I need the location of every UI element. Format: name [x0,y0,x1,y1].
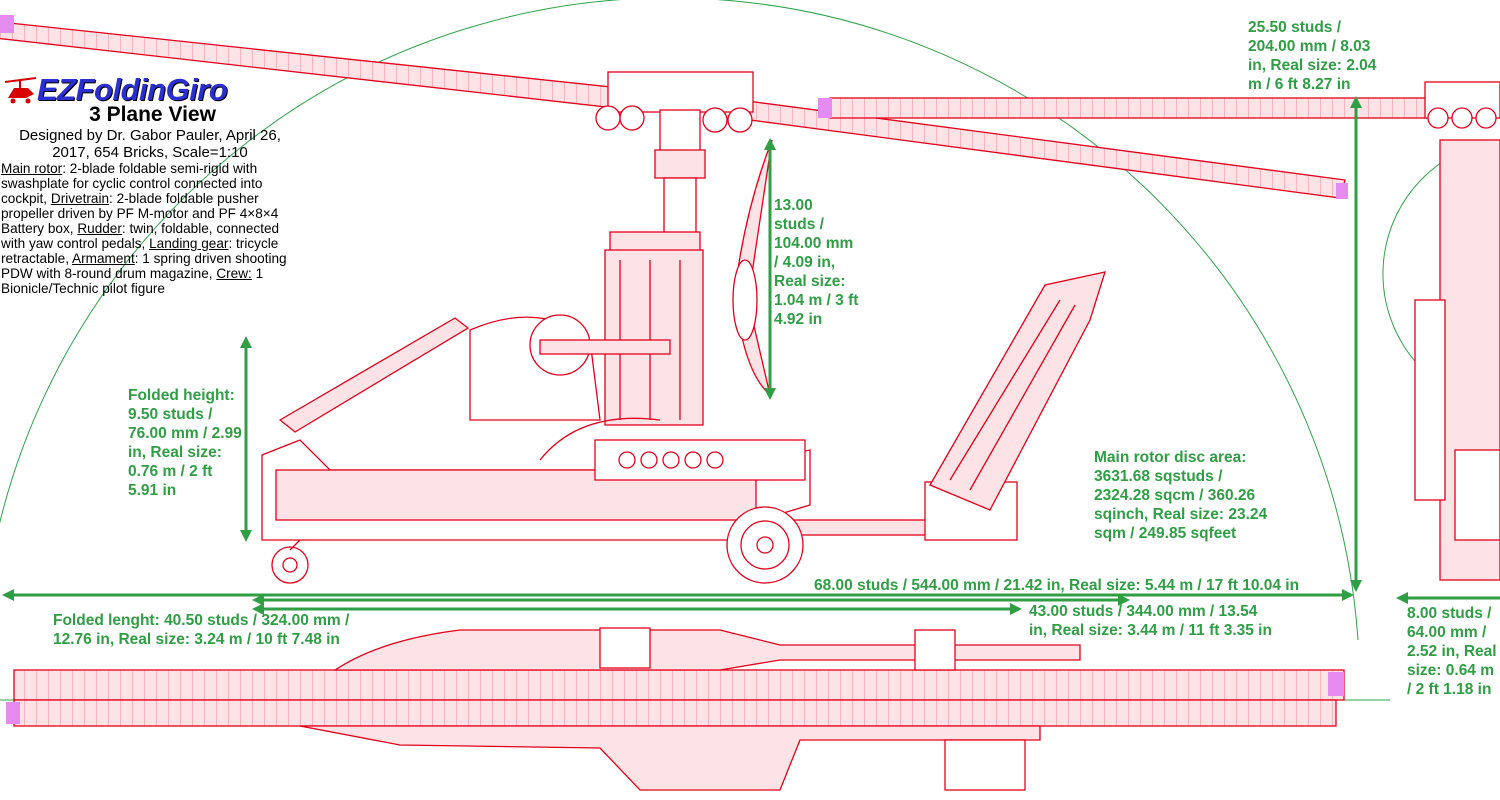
width-label: 8.00 studs / 64.00 mm / 2.52 in, Real si… [1407,604,1497,699]
dim-line: / 4.09 in, [774,254,836,271]
front-view [1414,81,1500,581]
dim-line: Folded height: [128,387,235,404]
spec-text: : 2-blade foldable semi-rigid with swash… [1,161,263,206]
spec-term: Armament [72,251,135,266]
dim-line: 68.00 studs / 544.00 mm / 21.42 in, Real… [814,577,1300,594]
dim-line: in, Real size: [128,444,222,461]
landing-gear [271,506,804,584]
dim-line: 1.04 m / 3 ft [774,292,859,309]
tail-fin-side [929,271,1106,511]
fuselage-side [261,314,1018,541]
dim-line: 104.00 mm [774,235,854,252]
spec-term: Landing gear [149,236,229,251]
dim-line: Main rotor disc area: [1094,449,1247,466]
dim-line: 64.00 mm / [1407,624,1487,641]
dim-line: 76.00 mm / 2.99 [128,425,242,442]
spec-term: Crew: [216,266,252,281]
dim-line: 12.76 in, Real size: 3.24 m / 10 ft 7.48… [53,631,340,648]
propeller-side [732,139,773,397]
spec-term: Drivetrain [50,191,110,206]
dim-line: 9.50 studs / [128,406,213,423]
dim-line: sqm / 249.85 sqfeet [1094,525,1237,542]
rotor-disc-area-label: Main rotor disc area: 3631.68 sqstuds / … [1094,448,1267,543]
dim-line: in, Real size: 3.44 m / 11 ft 3.35 in [1029,622,1272,639]
dim-line: Folded lenght: 40.50 studs / 324.00 mm / [53,612,350,629]
logo: EZFoldinGiro [4,70,304,110]
folded-height-label: Folded height: 9.50 studs / 76.00 mm / 2… [128,386,242,500]
dim-line: in, Real size: 2.04 [1248,57,1377,74]
dim-line: 4.92 in [774,311,823,328]
dim-line: 43.00 studs / 344.00 mm / 13.54 [1029,603,1258,620]
specs-text: Main rotor: 2-blade foldable semi-rigid … [1,161,303,296]
dim-line: 0.76 m / 2 ft [128,463,213,480]
dim-line: / 2 ft 1.18 in [1407,681,1492,698]
rotor-mast [595,71,754,426]
logo-text: EZFoldinGiro [37,72,228,107]
dim-line: 2.52 in, Real [1407,643,1497,660]
rotor-diameter-label: 68.00 studs / 544.00 mm / 21.42 in, Real… [814,576,1299,595]
top-view [6,627,1345,791]
total-height-label: 25.50 studs / 204.00 mm / 8.03 in, Real … [1248,18,1376,94]
dim-line: m / 6 ft 8.27 in [1248,76,1351,93]
dim-line: 8.00 studs / [1407,605,1492,622]
credits: Designed by Dr. Gabor Pauler, April 26, … [0,127,300,161]
dim-line: 204.00 mm / 8.03 [1248,38,1371,55]
spec-text: : twin, foldable, connected with yaw con… [1,221,280,251]
spec-text: 1 Bionicle/Technic pilot figure [1,266,264,296]
folded-length-label: Folded lenght: 40.50 studs / 324.00 mm /… [53,611,349,649]
spec-term: Main rotor [1,161,63,176]
dim-line: 25.50 studs / [1248,19,1342,36]
spec-text: : tricycle retractable, [1,236,279,266]
credits-line: 2017, 654 Bricks, Scale=1:10 [52,144,248,161]
dim-line: size: 0.64 m [1407,662,1495,679]
view-title: 3 Plane View [89,103,216,126]
dim-line: 3631.68 sqstuds / [1094,468,1223,485]
dim-line: Real size: [774,273,846,290]
dim-line: 13.00 [774,197,813,214]
spec-text: : 1 spring driven shooting PDW with 8-ro… [1,251,287,281]
gyrocopter-logo-icon [4,77,37,104]
dim-line: 5.91 in [128,482,177,499]
credits-line: Designed by Dr. Gabor Pauler, April 26, [19,127,281,144]
dim-line: studs / [774,216,824,233]
length-label: 43.00 studs / 344.00 mm / 13.54 in, Real… [1029,602,1272,640]
dimension-arrows [2,96,1500,615]
spec-term: Rudder [77,221,122,236]
dim-line: sqinch, Real size: 23.24 [1094,506,1268,523]
dim-line: 2324.28 sqcm / 360.26 [1094,487,1256,504]
propeller-height-label: 13.00 studs / 104.00 mm / 4.09 in, Real … [774,196,858,329]
spec-text: : 2-blade foldable pusher propeller driv… [1,191,279,236]
